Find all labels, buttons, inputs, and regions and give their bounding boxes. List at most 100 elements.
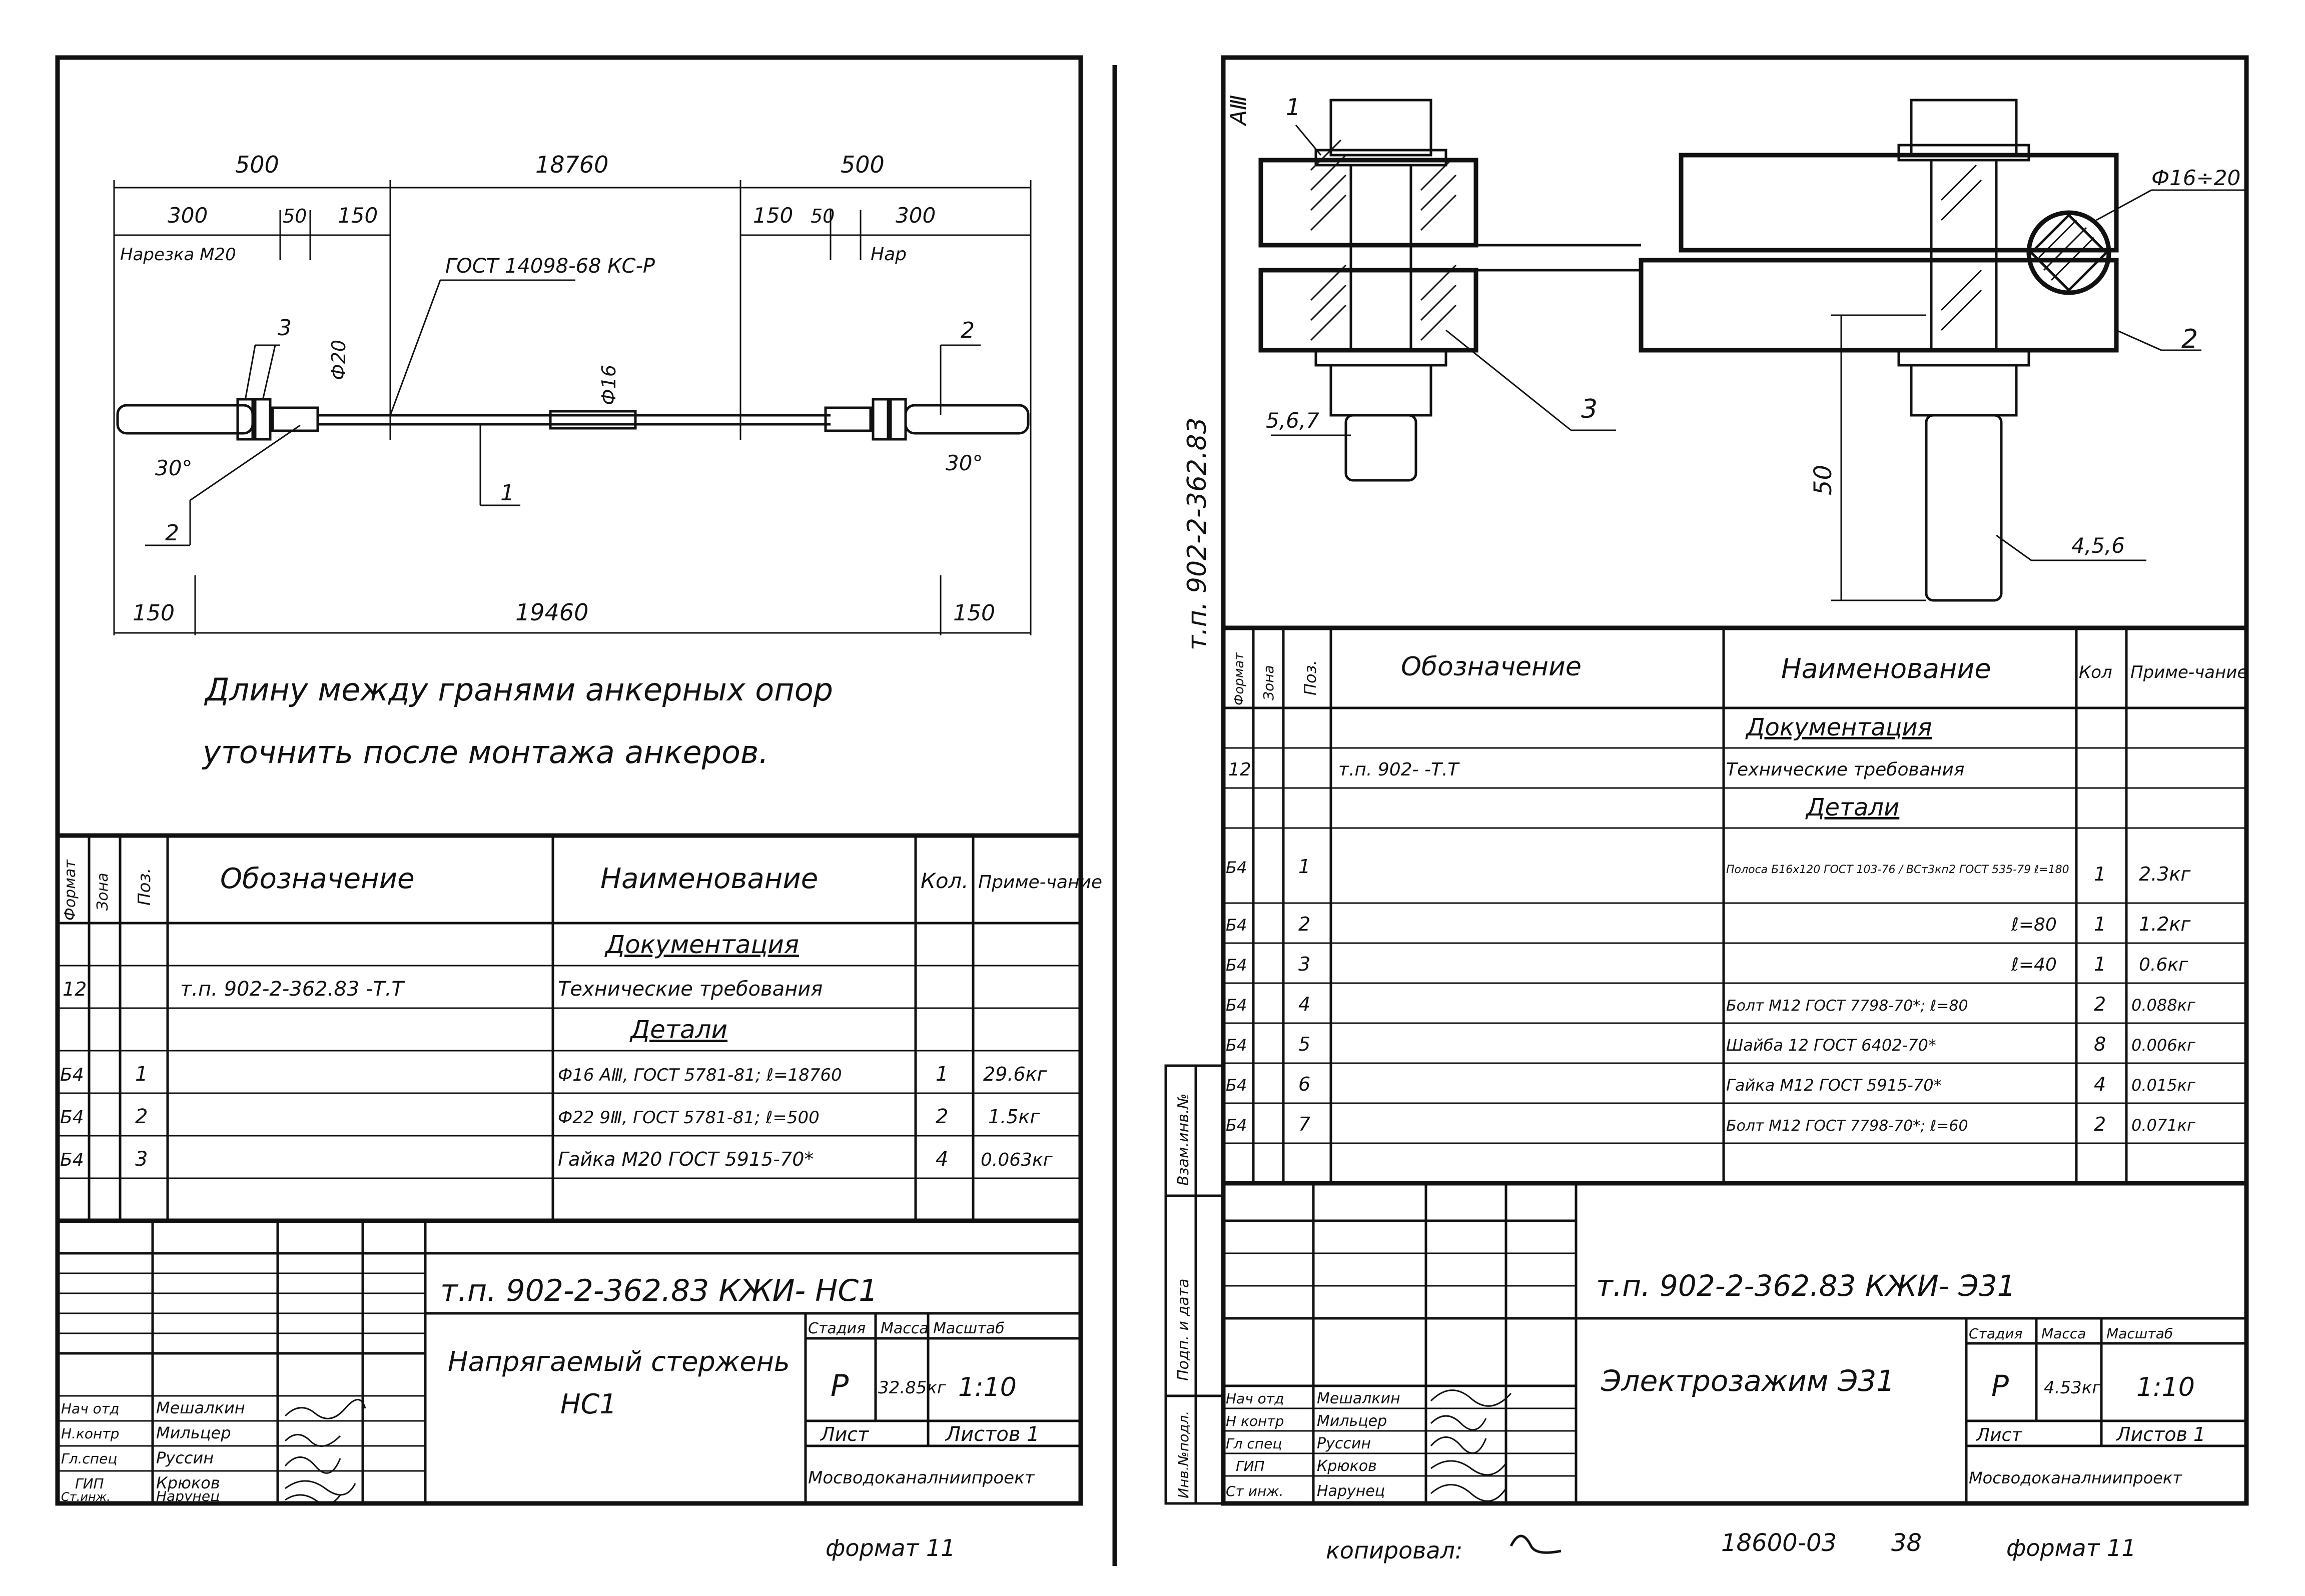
rt-row6-note: 0.6кг xyxy=(2139,955,2188,975)
left-role-1: Нач отд xyxy=(61,1400,119,1417)
rt-row7-note: 0.088кг xyxy=(2131,996,2195,1015)
angle-30-left: 30° xyxy=(155,456,192,480)
rt-row10-qty: 2 xyxy=(2094,1113,2106,1135)
right-role-5: Ст инж. xyxy=(1226,1483,1283,1499)
right-item-name: Электрозажим Э31 xyxy=(1601,1364,1895,1398)
side-label-vzam: Взам.инв.№ xyxy=(1175,1093,1192,1186)
dim-phi20: Ф20 xyxy=(328,340,350,380)
right-role-2: Н контр xyxy=(1226,1413,1284,1429)
lt-row2-name: Технические требования xyxy=(558,978,823,1001)
lt-header-designation: Обозначение xyxy=(220,863,415,895)
callout-pos-2-left: 2 xyxy=(165,520,179,546)
rt-row7-qty: 2 xyxy=(2094,993,2106,1015)
clamp-callout-2: 2 xyxy=(2181,324,2198,354)
rt-row8-format: Б4 xyxy=(1226,1036,1247,1055)
lt-header-format: Формат xyxy=(62,859,79,921)
angle-30-right: 30° xyxy=(946,451,983,475)
right-format-note: формат 11 xyxy=(2006,1534,2136,1561)
left-sheets-label: Листов 1 xyxy=(945,1423,1040,1446)
rt-header-name: Наименование xyxy=(1781,653,1991,684)
lt-row5-note: 1.5кг xyxy=(988,1106,1040,1128)
lt-row5-qty: 2 xyxy=(936,1105,948,1128)
left-name-3: Руссин xyxy=(156,1448,214,1467)
left-role-4: ГИП xyxy=(75,1475,104,1492)
note-line-2: уточнить после монтажа анкеров. xyxy=(202,734,769,770)
signature-scribble xyxy=(284,1399,366,1419)
left-role-2: Н.контр xyxy=(61,1425,119,1442)
clamp-callout-3: 3 xyxy=(1581,394,1598,424)
rt-header-zone: Зона xyxy=(1260,665,1277,700)
note-line-1: Длину между гранями анкерных опор xyxy=(204,671,833,708)
right-org: Мосводоканалниипроект xyxy=(1969,1468,2182,1487)
lt-row4-format: Б4 xyxy=(60,1065,84,1085)
left-mass-label: Масса xyxy=(881,1320,929,1337)
signature-scribble xyxy=(284,1456,341,1474)
copied-signature xyxy=(1509,1534,1562,1554)
right-name-4: Крюков xyxy=(1317,1457,1377,1475)
right-title-block: т.п. 902-2-362.83 КЖИ- Э31 Электрозажим … xyxy=(1223,1183,2246,1503)
rt-row6-pos: 3 xyxy=(1298,953,1310,975)
left-name-2: Мильцер xyxy=(156,1423,231,1442)
lt-row2-format: 12 xyxy=(63,978,87,1000)
clamp-callout-456: 4,5,6 xyxy=(2071,533,2125,558)
right-side-approval-strip: Взам.инв.№ Подп. и дата Инв.№подл. xyxy=(1164,1064,1225,1505)
dim-50-right: 50 xyxy=(811,205,835,227)
rt-row9-pos: 6 xyxy=(1298,1073,1310,1095)
signature-scribble xyxy=(1430,1415,1487,1431)
rt-row5-note: 1.2кг xyxy=(2139,913,2191,935)
lt-header-note: Приме-чание xyxy=(978,872,1102,893)
rt-row7-format: Б4 xyxy=(1226,996,1247,1015)
dim-500-right: 500 xyxy=(841,151,885,178)
lt-row6-qty: 4 xyxy=(936,1148,948,1171)
left-stage: Р xyxy=(831,1368,849,1403)
clamp-callout-1: 1 xyxy=(1286,94,1300,121)
lt-row2-designation: т.п. 902-2-362.83 -Т.Т xyxy=(180,978,406,1001)
rt-row8-qty: 8 xyxy=(2094,1033,2106,1055)
lt-row4-qty: 1 xyxy=(936,1063,948,1086)
rt-row10-format: Б4 xyxy=(1226,1116,1247,1135)
lt-row6-name: Гайка М20 ГОСТ 5915-70* xyxy=(558,1148,814,1170)
rt-row5-name: ℓ=80 xyxy=(2011,915,2057,935)
rt-row9-note: 0.015кг xyxy=(2131,1076,2195,1095)
right-name-5: Нарунец xyxy=(1317,1482,1385,1500)
lt-header-zone: Зона xyxy=(94,873,112,911)
right-sheet-label: Лист xyxy=(1975,1425,2022,1445)
signature-scribble xyxy=(1430,1389,1512,1407)
rt-row4-name: Полоса Б16х120 ГОСТ 103-76 / ВСт3кп2 ГОС… xyxy=(1726,864,2069,876)
steel-mark: АⅢ xyxy=(1226,95,1251,127)
lt-row5-name: Ф22 9Ⅲ, ГОСТ 5781-81; ℓ=500 xyxy=(558,1108,820,1128)
right-sheets-label: Листов 1 xyxy=(2115,1423,2205,1445)
side-label-podp: Подп. и дата xyxy=(1175,1279,1192,1381)
right-stage-label: Стадия xyxy=(1969,1325,2022,1342)
weld-gost-label: ГОСТ 14098-68 КС-Р xyxy=(445,255,655,278)
lt-row4-name: Ф16 АⅢ, ГОСТ 5781-81; ℓ=18760 xyxy=(558,1065,842,1085)
lt-row5-pos: 2 xyxy=(135,1105,148,1128)
lt-row4-note: 29.6кг xyxy=(983,1063,1048,1085)
lt-header-name: Наименование xyxy=(600,863,818,895)
rt-row2-name: Технические требования xyxy=(1726,759,1964,780)
signature-scribble xyxy=(1430,1460,1507,1476)
rt-row8-pos: 5 xyxy=(1298,1033,1310,1055)
lt-row1-name: Документация xyxy=(604,930,799,959)
signature-scribble xyxy=(1430,1436,1487,1454)
dim-150-left: 150 xyxy=(338,203,378,228)
rt-row10-name: Болт М12 ГОСТ 7798-70*; ℓ=60 xyxy=(1726,1117,1968,1135)
rt-row4-note: 2.3кг xyxy=(2139,863,2191,885)
rt-row4-format: Б4 xyxy=(1226,858,1247,877)
rt-row5-qty: 1 xyxy=(2094,913,2106,935)
clamp-callouts: АⅢ 1 2 3 5,6,7 4,5,6 50 Ф16÷20 xyxy=(1226,94,2240,558)
left-sheet-label: Лист xyxy=(820,1423,870,1445)
rt-row2-format: 12 xyxy=(1228,759,1251,780)
dim-150-right: 150 xyxy=(753,203,793,228)
lt-row5-format: Б4 xyxy=(60,1107,84,1128)
left-role-3: Гл.спец xyxy=(61,1450,117,1467)
signature-scribble xyxy=(285,1480,356,1496)
dim-300-right: 300 xyxy=(896,203,936,228)
left-item-name-1: Напрягаемый стержень xyxy=(448,1346,790,1377)
dim-phi16: Ф16 xyxy=(598,365,620,405)
lt-row6-pos: 3 xyxy=(135,1148,148,1171)
right-scale-label: Масштаб xyxy=(2106,1325,2173,1342)
clamp-callout-567: 5,6,7 xyxy=(1266,408,1319,433)
left-doc-code: т.п. 902-2-362.83 КЖИ- НС1 xyxy=(440,1273,878,1308)
